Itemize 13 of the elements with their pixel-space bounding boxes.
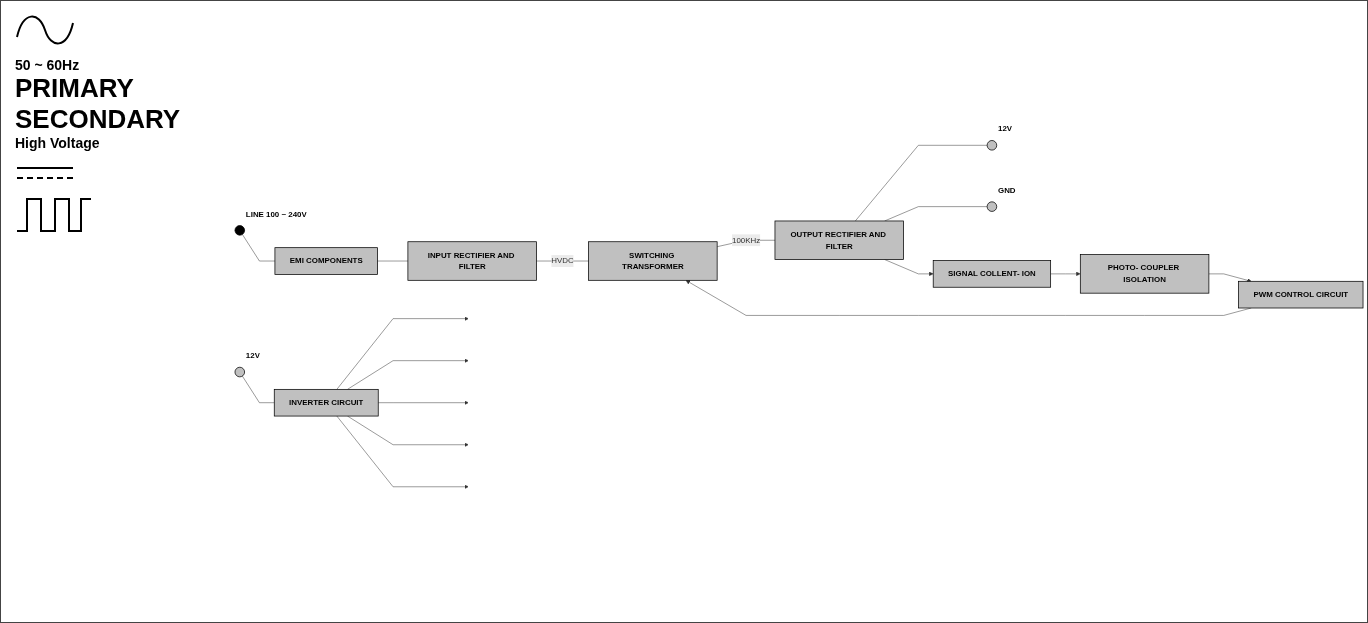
connector bbox=[377, 261, 409, 262]
node-circle bbox=[986, 201, 998, 213]
connector bbox=[855, 145, 988, 222]
node-circle bbox=[234, 225, 245, 236]
section-label: PRIMARY bbox=[15, 73, 135, 104]
output-label: High Voltage bbox=[15, 135, 101, 151]
node-circle bbox=[234, 367, 245, 378]
frequency-label: 50 ~ 60Hz bbox=[15, 57, 81, 73]
connector bbox=[884, 206, 988, 222]
connector bbox=[242, 234, 276, 262]
node-circle bbox=[986, 140, 998, 151]
section-label: SECONDARY bbox=[15, 104, 182, 135]
connector bbox=[242, 376, 275, 404]
